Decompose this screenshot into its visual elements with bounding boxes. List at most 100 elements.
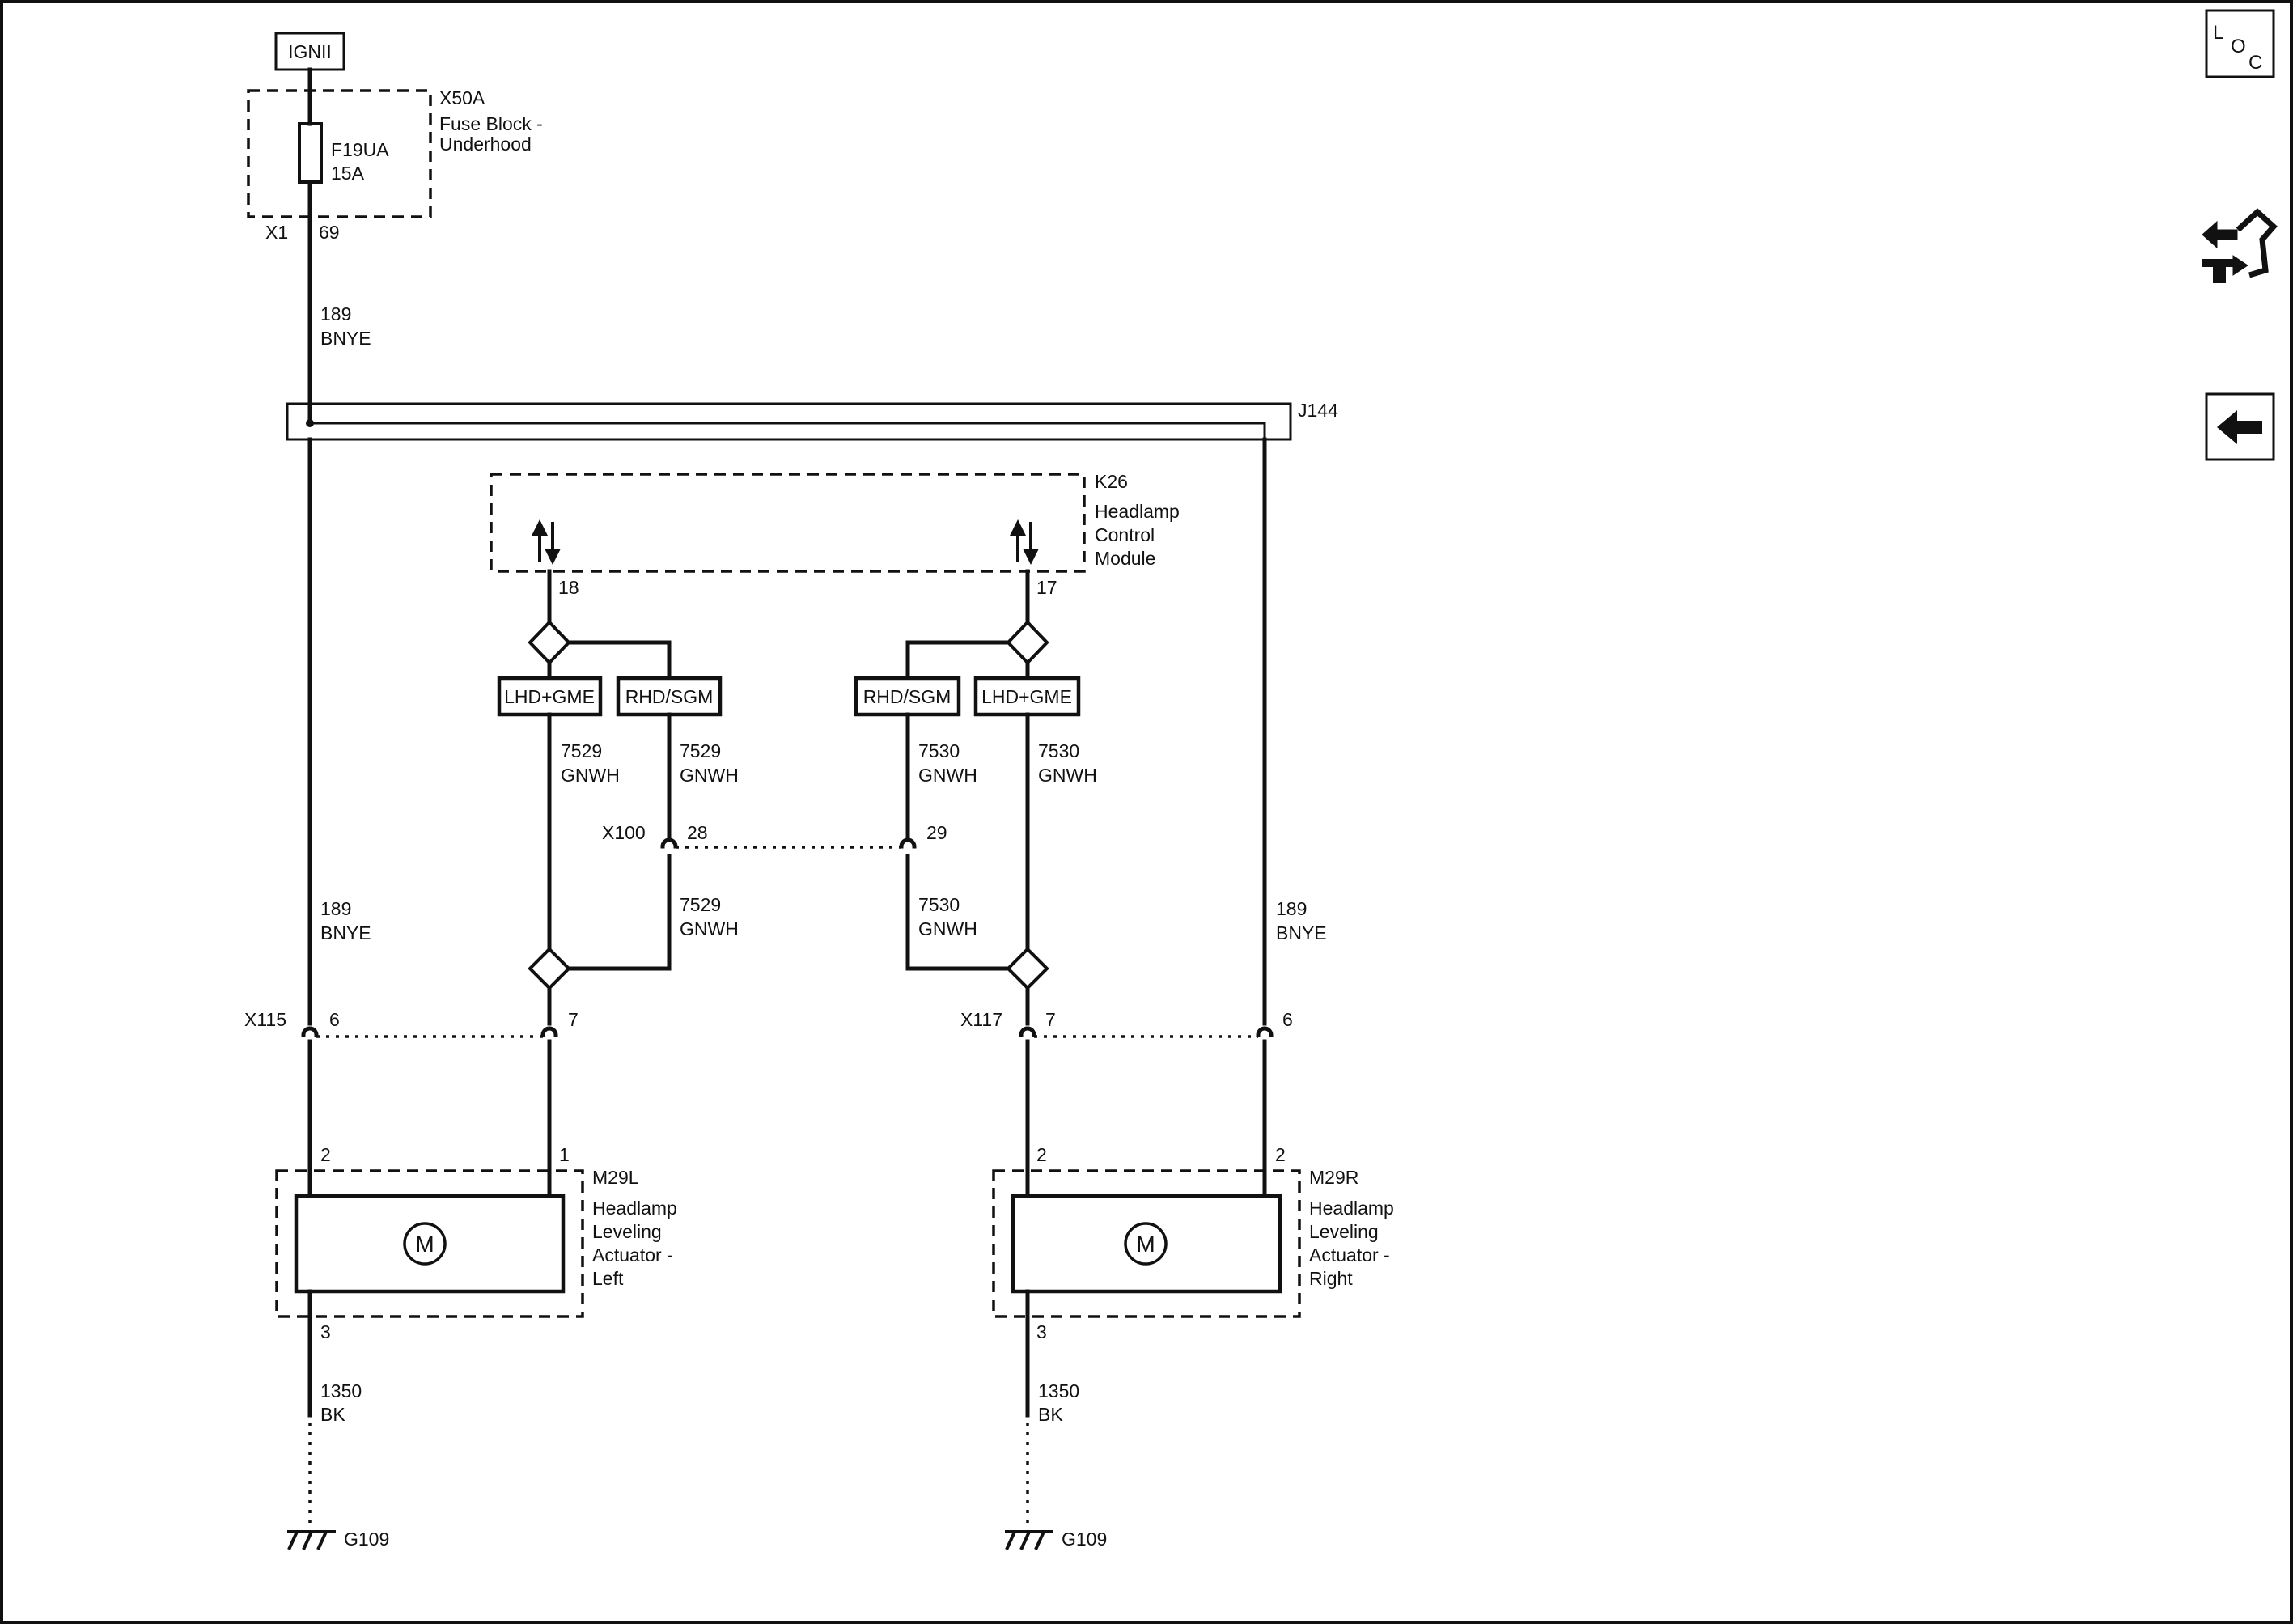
ground-left-ref: G109 bbox=[344, 1529, 389, 1550]
motor-icon bbox=[403, 1222, 447, 1266]
splice-node bbox=[306, 419, 314, 427]
inline-connector-x115: X115 6 7 bbox=[244, 1009, 579, 1038]
bidirectional-arrow-icon bbox=[1010, 519, 1039, 565]
power-source: IGNII bbox=[274, 32, 345, 71]
option-lhd-gme-right: LHD+GME bbox=[981, 686, 1072, 707]
option-rhd-sgm: RHD/SGM bbox=[625, 686, 714, 707]
right-signal-color-lower: GNWH bbox=[918, 918, 977, 939]
ground-wire-color-right: BK bbox=[1038, 1404, 1063, 1425]
splice-ref: J144 bbox=[1298, 400, 1338, 421]
actuator-right-name-1: Headlamp bbox=[1309, 1198, 1394, 1219]
feed-wire-color-top: BNYE bbox=[320, 328, 371, 349]
module-name-2: Control bbox=[1095, 524, 1155, 545]
motor-icon bbox=[1124, 1222, 1168, 1266]
fuse-block: F19UA 15A X50A Fuse Block - Underhood X1… bbox=[247, 87, 543, 243]
motor-symbol-left: M bbox=[415, 1232, 434, 1257]
module-pin-left: 18 bbox=[558, 577, 579, 598]
option-diamond bbox=[528, 620, 571, 665]
actuator-left-name-1: Headlamp bbox=[592, 1198, 677, 1219]
x115-ref: X115 bbox=[244, 1009, 286, 1030]
headlamp-control-module: K26 Headlamp Control Module 18 17 bbox=[490, 471, 1180, 598]
module-ref: K26 bbox=[1095, 471, 1128, 492]
ground-wire-circuit-right: 1350 bbox=[1038, 1380, 1079, 1401]
fuse-block-name-2: Underhood bbox=[439, 134, 532, 155]
ground-symbol-icon bbox=[287, 1530, 336, 1550]
inline-connector-x100: X100 28 29 bbox=[602, 822, 947, 849]
actuator-right-pin-ground: 3 bbox=[1036, 1321, 1047, 1342]
back-button[interactable] bbox=[2205, 392, 2275, 461]
locator-button[interactable]: L O C bbox=[2205, 9, 2275, 78]
right-signal-circuit-lower: 7530 bbox=[918, 894, 960, 915]
ground-symbol-icon bbox=[1005, 1530, 1053, 1550]
actuator-left-name-4: Left bbox=[592, 1268, 624, 1289]
left-signal-color-lower: GNWH bbox=[680, 918, 739, 939]
actuator-right-name-4: Right bbox=[1309, 1268, 1353, 1289]
actuator-right-pin-signal: 2 bbox=[1036, 1144, 1047, 1165]
feed-wire-color-left: BNYE bbox=[320, 922, 371, 943]
connector-view-button[interactable] bbox=[2202, 208, 2278, 283]
x117-pin-signal: 7 bbox=[1045, 1009, 1056, 1030]
option-rhd-sgm-right: RHD/SGM bbox=[863, 686, 952, 707]
x100-pin-right: 29 bbox=[926, 822, 947, 843]
actuator-left-pin-signal: 1 bbox=[559, 1144, 570, 1165]
locator-letter-o: O bbox=[2231, 36, 2246, 57]
fuse-name: F19UA bbox=[331, 139, 389, 160]
actuator-left-pin-ground: 3 bbox=[320, 1321, 331, 1342]
feed-wire-color-right: BNYE bbox=[1276, 922, 1327, 943]
fuse-block-pin: 69 bbox=[319, 222, 340, 243]
fuse-block-name-1: Fuse Block - bbox=[439, 113, 543, 134]
actuator-left-name-2: Leveling bbox=[592, 1221, 662, 1242]
actuator-left-ref: M29L bbox=[592, 1167, 639, 1188]
x100-pin-left: 28 bbox=[687, 822, 708, 843]
locator-letter-l: L bbox=[2213, 22, 2223, 44]
locator-icon: L O C bbox=[2213, 22, 2262, 74]
x100-ref: X100 bbox=[602, 822, 646, 843]
left-signal-circuit-lhd: 7529 bbox=[561, 740, 602, 761]
feed-wire-circuit-top: 189 bbox=[320, 303, 351, 324]
module-name-3: Module bbox=[1095, 548, 1155, 569]
right-signal-circuit-lhd: 7530 bbox=[1038, 740, 1079, 761]
left-signal-color-lhd: GNWH bbox=[561, 765, 620, 786]
actuator-right-ref: M29R bbox=[1309, 1167, 1358, 1188]
x115-pin-feed: 6 bbox=[329, 1009, 340, 1030]
inline-connector-x117: X117 7 6 bbox=[960, 1009, 1293, 1038]
right-signal-color-rhd: GNWH bbox=[918, 765, 977, 786]
feed-wire-circuit-right: 189 bbox=[1276, 898, 1307, 919]
left-signal-circuit-rhd: 7529 bbox=[680, 740, 721, 761]
option-box-left-rhd: RHD/SGM bbox=[616, 676, 723, 717]
motor-symbol-right: M bbox=[1136, 1232, 1155, 1257]
feed-wire-circuit-left: 189 bbox=[320, 898, 351, 919]
actuator-right-name-2: Leveling bbox=[1309, 1221, 1379, 1242]
module-pin-right: 17 bbox=[1036, 577, 1057, 598]
splice-pack: J144 bbox=[286, 400, 1338, 441]
x115-pin-signal: 7 bbox=[568, 1009, 579, 1030]
right-signal-circuit-rhd: 7530 bbox=[918, 740, 960, 761]
locator-letter-c: C bbox=[2248, 52, 2262, 74]
module-name-1: Headlamp bbox=[1095, 501, 1180, 522]
option-lhd-gme: LHD+GME bbox=[504, 686, 595, 707]
actuator-left: M 2 1 3 M29L Headlamp Leveling Actuator … bbox=[275, 1144, 677, 1342]
actuator-left-name-3: Actuator - bbox=[592, 1245, 673, 1266]
option-box-right-lhd: LHD+GME bbox=[973, 676, 1081, 717]
ground-wire-color-left: BK bbox=[320, 1404, 345, 1425]
left-signal-color-rhd: GNWH bbox=[680, 765, 739, 786]
option-box-right-rhd: RHD/SGM bbox=[854, 676, 961, 717]
connector-view-icon bbox=[2202, 208, 2278, 283]
ground-wire-circuit-left: 1350 bbox=[320, 1380, 362, 1401]
option-diamond bbox=[1006, 947, 1049, 990]
actuator-right-name-3: Actuator - bbox=[1309, 1245, 1390, 1266]
fuse-block-connector: X1 bbox=[265, 222, 288, 243]
ground-right-ref: G109 bbox=[1062, 1529, 1107, 1550]
right-signal-color-lhd: GNWH bbox=[1038, 765, 1097, 786]
power-source-label: IGNII bbox=[288, 41, 332, 62]
option-diamond bbox=[1006, 620, 1049, 665]
bidirectional-arrow-icon bbox=[532, 519, 561, 565]
actuator-right: M 2 2 3 M29R Headlamp Leveling Actuator … bbox=[992, 1144, 1394, 1342]
x117-ref: X117 bbox=[960, 1009, 1002, 1030]
actuator-left-pin-feed: 2 bbox=[320, 1144, 331, 1165]
left-signal-circuit-lower: 7529 bbox=[680, 894, 721, 915]
actuator-right-pin-feed: 2 bbox=[1275, 1144, 1286, 1165]
option-box-left-lhd: LHD+GME bbox=[497, 676, 603, 717]
